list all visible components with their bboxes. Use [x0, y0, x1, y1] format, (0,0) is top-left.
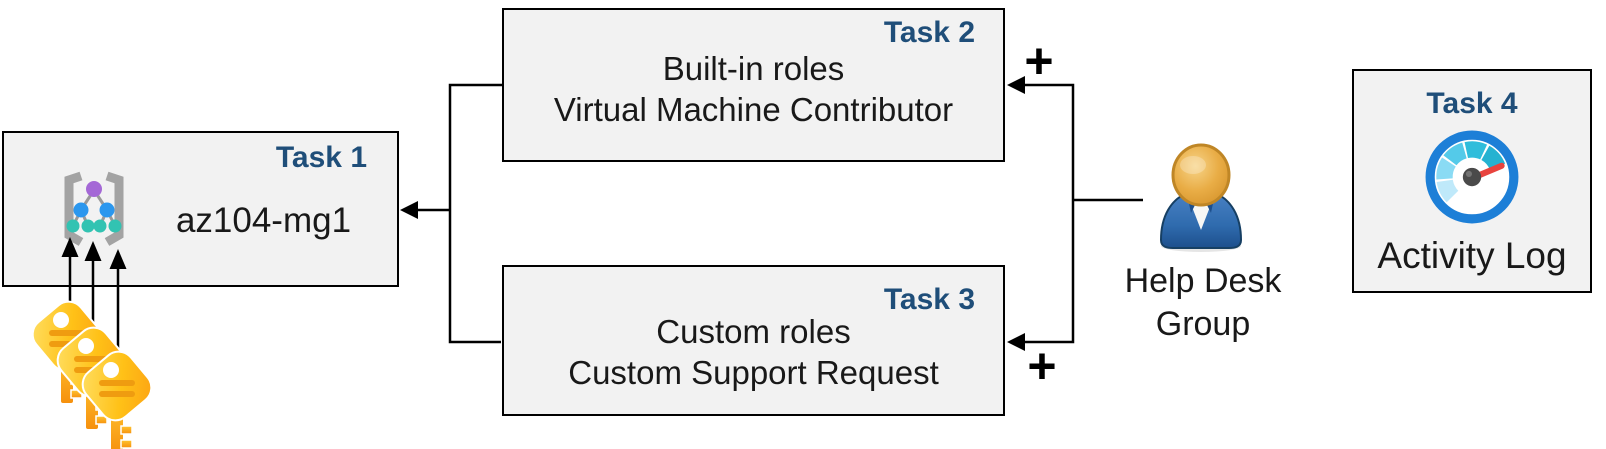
activity-log-gauge-icon	[1423, 128, 1521, 226]
task1-resource-name: az104-mg1	[175, 201, 352, 240]
task4-label: Task 4	[1426, 87, 1518, 120]
left-connector	[406, 83, 502, 344]
access-keys-icon	[25, 294, 159, 449]
task3-label: Task 3	[883, 283, 975, 316]
user-person-icon	[1152, 143, 1252, 253]
task3-box: Task 3 Custom roles Custom Support Reque…	[502, 265, 1005, 416]
plus-sign-task3: +	[1027, 338, 1057, 394]
help-desk-group-caption: Help Desk Group	[1100, 260, 1306, 346]
task2-line2: Virtual Machine Contributor	[553, 91, 954, 128]
task2-box: Task 2 Built-in roles Virtual Machine Co…	[502, 8, 1005, 162]
task3-line2: Custom Support Request	[568, 354, 939, 391]
help-desk-line1: Help Desk	[1124, 262, 1282, 300]
arrowhead-to-task1	[400, 201, 418, 219]
task1-box: Task 1 az104-mg1	[2, 131, 399, 287]
task1-label: Task 1	[275, 141, 367, 174]
task3-line1: Custom roles	[656, 313, 851, 350]
task2-line1: Built-in roles	[662, 50, 845, 87]
task4-caption: Activity Log	[1377, 235, 1567, 276]
task2-label: Task 2	[883, 16, 975, 49]
help-desk-line2: Group	[1155, 305, 1251, 343]
task4-box: Task 4 Activity Log	[1352, 69, 1592, 293]
management-group-icon	[54, 167, 134, 251]
plus-sign-task2: +	[1024, 33, 1054, 89]
